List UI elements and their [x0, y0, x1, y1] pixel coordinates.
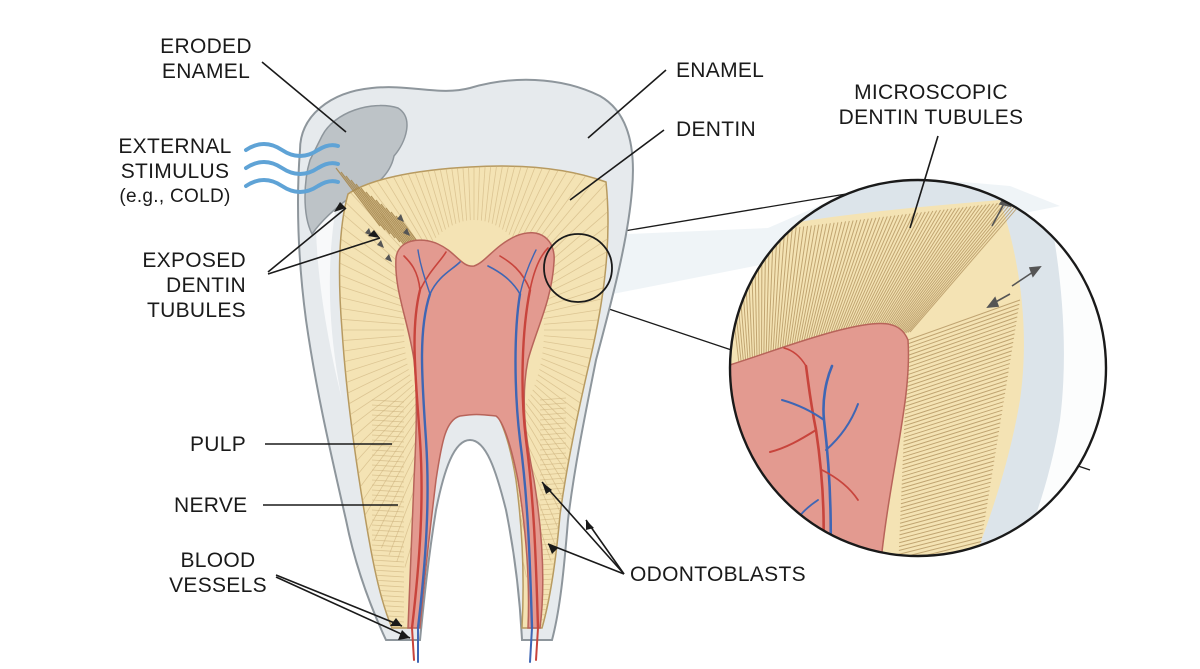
label-external-stimulus: EXTERNAL STIMULUS (e.g., COLD) [118, 135, 232, 207]
pulp-vessels [403, 247, 549, 663]
label-enamel: ENAMEL [676, 59, 765, 82]
label-nerve: NERVE [174, 494, 248, 517]
pulp-chamber [395, 231, 555, 629]
label-eroded-enamel: ERODED ENAMEL [160, 35, 252, 83]
magnifier-source-circle [543, 233, 613, 303]
zoom-tubules [730, 199, 1025, 556]
stimulus-waves-icon [244, 142, 340, 194]
label-microscopic-dentin-tubules: MICROSCOPIC DENTIN TUBULES [838, 81, 1024, 129]
label-dentin: DENTIN [676, 118, 756, 141]
leader-lines [261, 61, 939, 639]
magnifier-zoom-circle [728, 178, 1108, 558]
leader-arrowheads [334, 202, 594, 640]
label-pulp: PULP [190, 433, 247, 456]
zoom-view [730, 180, 1106, 556]
label-odontoblasts: ODONTOBLASTS [630, 563, 806, 586]
magnifier-cone-top-line [581, 191, 859, 239]
label-exposed-dentin-tubules: EXPOSED DENTIN TUBULES [142, 249, 246, 322]
label-blood-vessels: BLOOD VESSELS [169, 549, 267, 597]
